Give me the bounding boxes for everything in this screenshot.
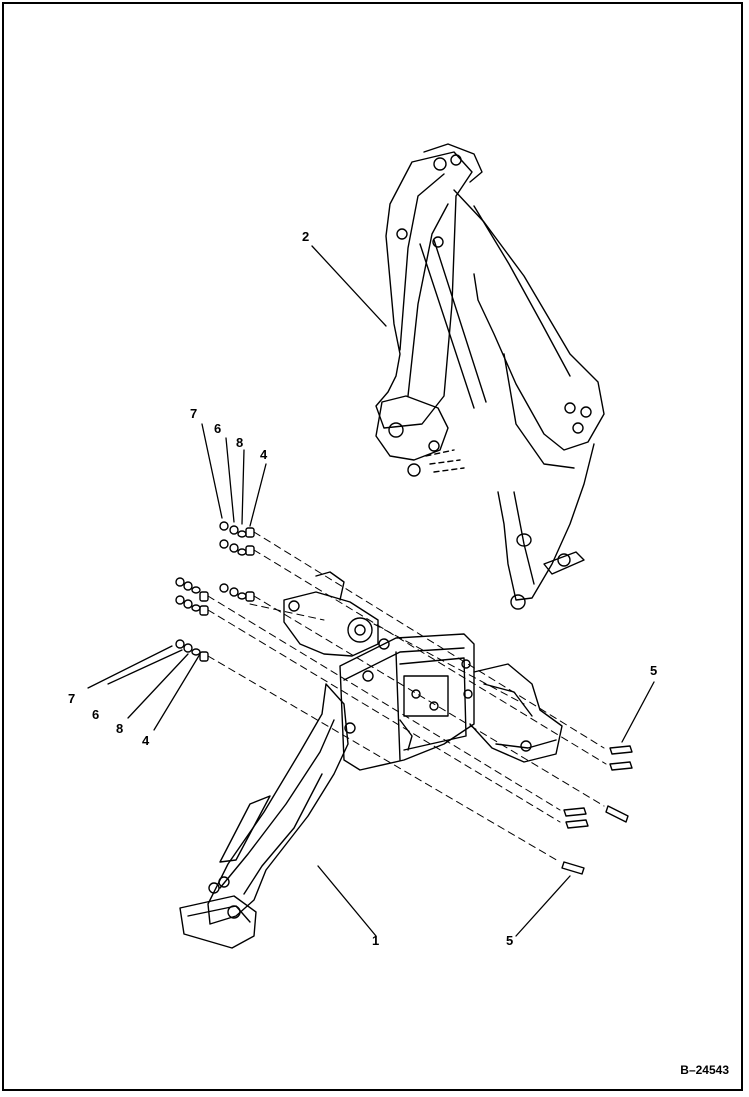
boom-arm-assembly (375, 143, 605, 610)
alignment-lines (207, 531, 607, 863)
callout-4-upper: 4 (260, 447, 268, 462)
callout-7-upper: 7 (190, 406, 198, 421)
bolts-right (561, 745, 633, 875)
callout-2: 2 (302, 229, 310, 244)
callout-8-lower: 8 (116, 721, 124, 736)
callout-7-lower: 7 (68, 691, 76, 706)
callout-6-upper: 6 (214, 421, 222, 436)
callout-5-upper: 5 (650, 663, 658, 678)
callout-4-lower: 4 (142, 733, 150, 748)
leader-lines (87, 245, 655, 937)
exploded-parts-diagram (87, 143, 655, 949)
hardware-upper-stack (219, 521, 255, 602)
callout-8-upper: 8 (236, 435, 244, 450)
callout-6-lower: 6 (92, 707, 100, 722)
figure-id: B–24543 (680, 1063, 729, 1077)
hardware-lower-stack (175, 577, 209, 662)
callout-5-lower: 5 (506, 933, 514, 948)
mainframe-assembly (179, 571, 563, 949)
callout-1: 1 (372, 933, 380, 948)
